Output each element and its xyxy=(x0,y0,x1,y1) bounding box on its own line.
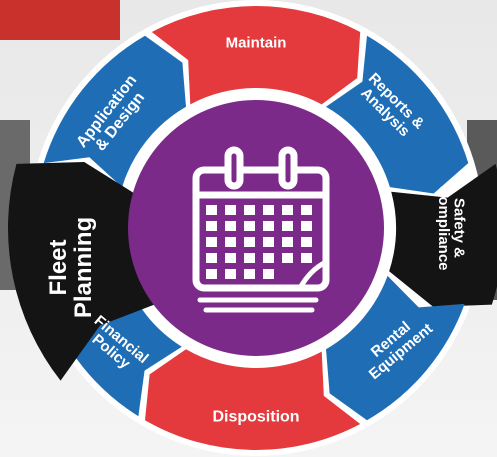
calendar-day-cell xyxy=(244,269,255,279)
calendar-day-cell xyxy=(282,237,293,247)
calendar-day-cell xyxy=(282,205,293,215)
segment-rental xyxy=(326,275,465,421)
calendar-day-cell xyxy=(225,253,236,263)
center-circle xyxy=(128,100,384,356)
calendar-day-cell xyxy=(263,253,274,263)
calendar-day-cell xyxy=(244,205,255,215)
calendar-day-cell xyxy=(301,237,312,247)
calendar-day-cell xyxy=(282,221,293,231)
calendar-day-cell xyxy=(263,205,274,215)
label-maintain: Maintain xyxy=(226,34,287,51)
calendar-icon xyxy=(192,146,330,313)
label-safety-line: Safety & xyxy=(451,198,468,258)
label-fleet-line: Planning xyxy=(70,217,97,318)
calendar-day-cell xyxy=(206,269,217,279)
calendar-day-cell xyxy=(225,205,236,215)
segment-disposition xyxy=(145,349,361,451)
calendar-day-cell xyxy=(244,253,255,263)
label-disposition: Disposition xyxy=(212,409,299,426)
label-safety-line: Compliance xyxy=(435,185,452,270)
segment-safety xyxy=(389,163,497,307)
calendar-day-cell xyxy=(225,269,236,279)
calendar-day-cell xyxy=(206,221,217,231)
calendar-day-cell xyxy=(301,205,312,215)
calendar-day-cell xyxy=(301,221,312,231)
label-maintain-line: Maintain xyxy=(226,34,287,51)
segment-maintain xyxy=(151,5,361,105)
segment-reports xyxy=(326,35,469,194)
calendar-day-cell xyxy=(282,253,293,263)
segment-application xyxy=(43,35,186,188)
ring-segments xyxy=(7,5,497,451)
calendar-day-cell xyxy=(244,221,255,231)
calendar-day-cell xyxy=(206,237,217,247)
calendar-day-cell xyxy=(206,253,217,263)
calendar-day-cell xyxy=(263,237,274,247)
calendar-day-cell xyxy=(263,221,274,231)
backdrop-red-strip xyxy=(0,0,120,40)
calendar-day-cell xyxy=(225,237,236,247)
calendar-day-cell xyxy=(244,237,255,247)
calendar-day-cell xyxy=(301,253,312,263)
segment-fleet xyxy=(7,162,162,381)
label-safety: Safety &Compliance xyxy=(435,185,468,270)
label-disposition-line: Disposition xyxy=(212,409,299,426)
calendar-day-cell xyxy=(206,205,217,215)
calendar-day-cell xyxy=(225,221,236,231)
calendar-day-cell xyxy=(263,269,274,279)
label-fleet-line: Fleet xyxy=(45,239,72,295)
